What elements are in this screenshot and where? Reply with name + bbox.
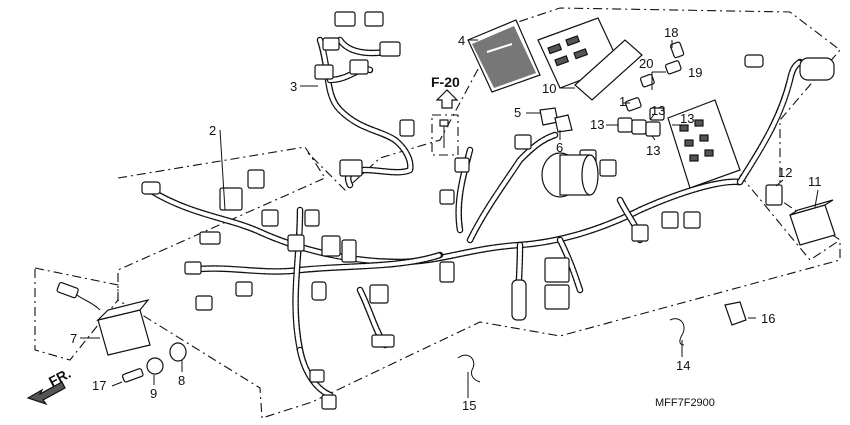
- callout-13-top: 13: [651, 103, 665, 118]
- part-10-fuse-box: [537, 17, 643, 101]
- relays-13: [617, 107, 665, 137]
- lower-left-boundary: [34, 267, 119, 361]
- part-15-band: [457, 354, 481, 383]
- callout-12: 12: [778, 165, 792, 180]
- callout-5: 5: [514, 105, 521, 120]
- connectors: [141, 134, 701, 410]
- callout-20: 20: [639, 56, 653, 71]
- callout-8: 8: [178, 373, 185, 388]
- callout-9: 9: [150, 386, 157, 401]
- callout-labels: 1 2 3 4 5 6 7 8 9 10 11 12 13 13 13 13 1…: [70, 25, 822, 413]
- relay-box-boundary: [739, 174, 841, 261]
- junction-box: [667, 99, 741, 189]
- main-harness-boundary: [117, 7, 841, 419]
- callout-4: 4: [458, 33, 465, 48]
- part-16-clip: [724, 301, 747, 326]
- small-hardware: [121, 342, 187, 383]
- part-7-module: [56, 281, 151, 356]
- callout-11: 11: [808, 174, 822, 189]
- callout-1: 1: [619, 94, 626, 109]
- callout-13-bottom: 13: [646, 143, 660, 158]
- leader-lines: [80, 39, 819, 398]
- top-right-connector: [744, 54, 835, 81]
- callout-15: 15: [462, 398, 476, 413]
- callout-7: 7: [70, 331, 77, 346]
- starter-relay: [541, 152, 599, 198]
- callout-13-left: 13: [590, 117, 604, 132]
- callout-17: 17: [92, 378, 106, 393]
- part-4-cover: [467, 19, 541, 93]
- part-12-coupler: [765, 184, 783, 206]
- bolt: [431, 114, 459, 156]
- callout-14: 14: [676, 358, 690, 373]
- part-11-module: [789, 199, 836, 246]
- callout-6: 6: [556, 140, 563, 155]
- callout-2: 2: [209, 123, 216, 138]
- part-14-band: [669, 318, 685, 346]
- reference-label: F-20: [431, 74, 460, 90]
- callout-3: 3: [290, 79, 297, 94]
- sub-harness-upper: [314, 11, 415, 189]
- small-fuses: [624, 41, 685, 112]
- callout-19: 19: [688, 65, 702, 80]
- callout-10: 10: [542, 81, 556, 96]
- grommets: [539, 107, 573, 133]
- callout-18: 18: [664, 25, 678, 40]
- callout-16: 16: [761, 311, 775, 326]
- reference-arrow: [435, 89, 459, 109]
- diagram-code: MFF7F2900: [655, 397, 715, 409]
- callout-13-right: 13: [680, 111, 694, 126]
- front-arrow-icon: [26, 381, 66, 406]
- front-label: FR.: [46, 365, 73, 390]
